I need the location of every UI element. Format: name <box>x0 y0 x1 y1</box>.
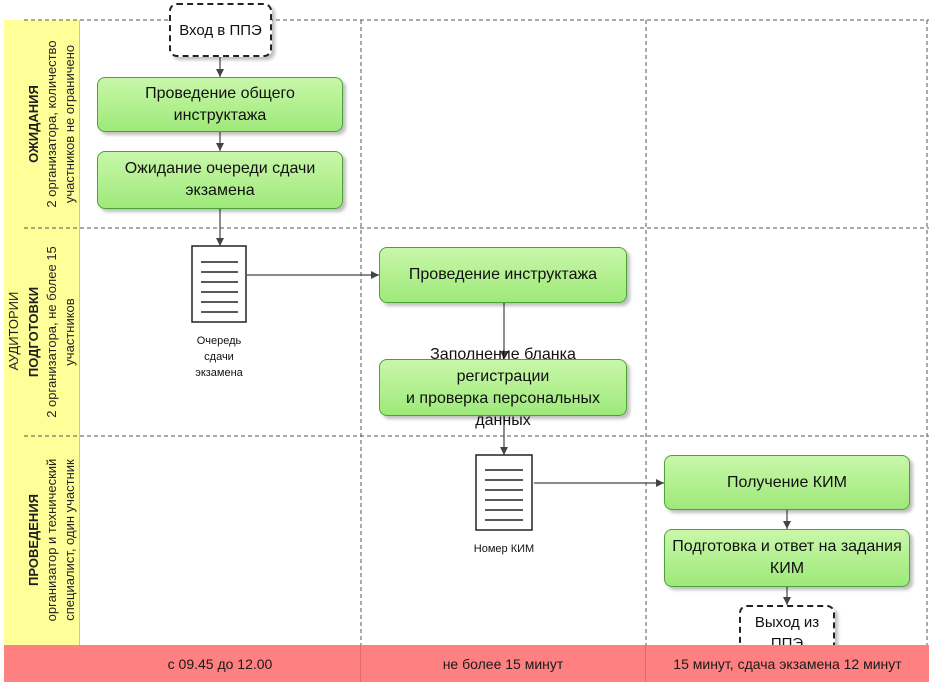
queue-document-caption: Очередь сдачи экзамена <box>179 333 259 381</box>
answer-process: Подготовка и ответ на задания КИМ <box>664 529 910 587</box>
answer-label-2: КИМ <box>769 560 805 577</box>
footer-col-3-label: 15 минут, сдача экзамена 12 минут <box>673 655 902 672</box>
registration-label-2: и проверка персональных данных <box>406 389 600 429</box>
lane-header-column <box>24 20 80 645</box>
footer-band-left <box>4 645 80 682</box>
entry-terminal: Вход в ППЭ <box>169 3 272 57</box>
queue-caption-3: экзамена <box>195 367 243 379</box>
footer-col-3: 15 минут, сдача экзамена 12 минут <box>646 645 929 682</box>
kim-number-caption: Номер КИМ <box>473 543 535 555</box>
queue-wait-process: Ожидание очереди сдачи экзамена <box>97 151 343 209</box>
answer-label-1: Подготовка и ответ на задания <box>672 538 902 555</box>
entry-terminal-label: Вход в ППЭ <box>179 21 262 39</box>
get-kim-process: Получение КИМ <box>664 455 910 510</box>
footer-col-2: не более 15 минут <box>361 645 646 682</box>
footer-col-2-label: не более 15 минут <box>442 655 564 672</box>
registration-process: Заполнение бланка регистрации и проверка… <box>379 346 627 429</box>
briefing-label: Проведение инструктажа <box>408 266 598 283</box>
queue-wait-label-2: экзамена <box>185 182 255 199</box>
footer-col-1-label: с 09.45 до 12.00 <box>167 655 273 672</box>
exit-terminal-label-1: Выход из <box>754 613 820 631</box>
briefing-process: Проведение инструктажа <box>379 247 627 303</box>
general-briefing-label: Проведение общего инструктажа <box>145 84 295 124</box>
registration-label-1: Заполнение бланка регистрации <box>430 345 576 385</box>
footer-col-1: с 09.45 до 12.00 <box>80 645 361 682</box>
queue-wait-label-1: Ожидание очереди сдачи <box>124 160 316 177</box>
queue-document-icon <box>191 245 247 323</box>
kim-number-document-icon <box>475 454 533 531</box>
get-kim-label: Получение КИМ <box>727 473 847 491</box>
general-briefing-process: Проведение общего инструктажа <box>97 77 343 132</box>
queue-caption-1: Очередь <box>196 335 242 347</box>
queue-caption-2: сдачи <box>204 351 234 363</box>
